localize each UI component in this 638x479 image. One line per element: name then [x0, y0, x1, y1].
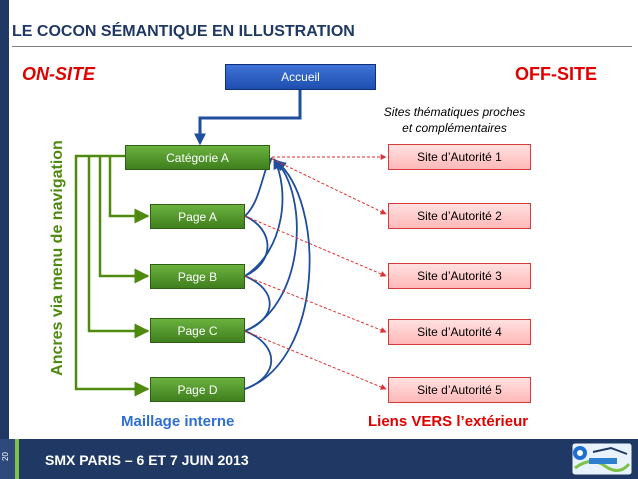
navigation-anchor-lines [74, 154, 150, 397]
slide-title: LE COCON SÉMANTIQUE EN ILLUSTRATION [12, 23, 355, 40]
node-site-autorite-2: Site d’Autorité 2 [388, 203, 531, 229]
on-site-heading: ON-SITE [22, 64, 96, 84]
page-number: 20 [0, 452, 10, 461]
page-number-strip: 20 [0, 439, 15, 479]
footer-bar: 20 SMX PARIS – 6 ET 7 JUIN 2013 [0, 439, 638, 479]
sites-note-line-2: et complémentaires [402, 121, 507, 135]
caption-internal-linking: Maillage interne [121, 413, 235, 430]
footer-event-text: SMX PARIS – 6 ET 7 JUIN 2013 [45, 452, 249, 468]
internal-linking-curves [244, 157, 311, 390]
node-page-a: Page A [150, 204, 245, 229]
node-categorie-a: Catégorie A [125, 145, 270, 170]
footer-green-accent [15, 439, 19, 479]
left-accent-bar [0, 0, 9, 439]
off-site-heading: OFF-SITE [515, 64, 597, 84]
node-site-autorite-4: Site d’Autorité 4 [388, 319, 531, 345]
node-page-c: Page C [150, 318, 245, 343]
node-accueil: Accueil [225, 64, 376, 90]
diagram-connectors [74, 90, 387, 397]
sites-note: Sites thématiques proches et complémenta… [372, 104, 537, 136]
node-page-d: Page D [150, 377, 245, 402]
node-page-b: Page B [150, 264, 245, 289]
external-link-lines [244, 154, 387, 390]
smx-logo-icon [571, 442, 633, 476]
sites-note-line-1: Sites thématiques proches [383, 105, 526, 119]
node-site-autorite-3: Site d’Autorité 3 [388, 263, 531, 289]
accueil-to-categorie-arrow [194, 90, 302, 146]
node-site-autorite-1: Site d’Autorité 1 [388, 144, 531, 170]
node-site-autorite-5: Site d’Autorité 5 [388, 377, 531, 403]
caption-external-links: Liens VERS l’extérieur [368, 413, 529, 430]
title-divider [12, 46, 632, 47]
